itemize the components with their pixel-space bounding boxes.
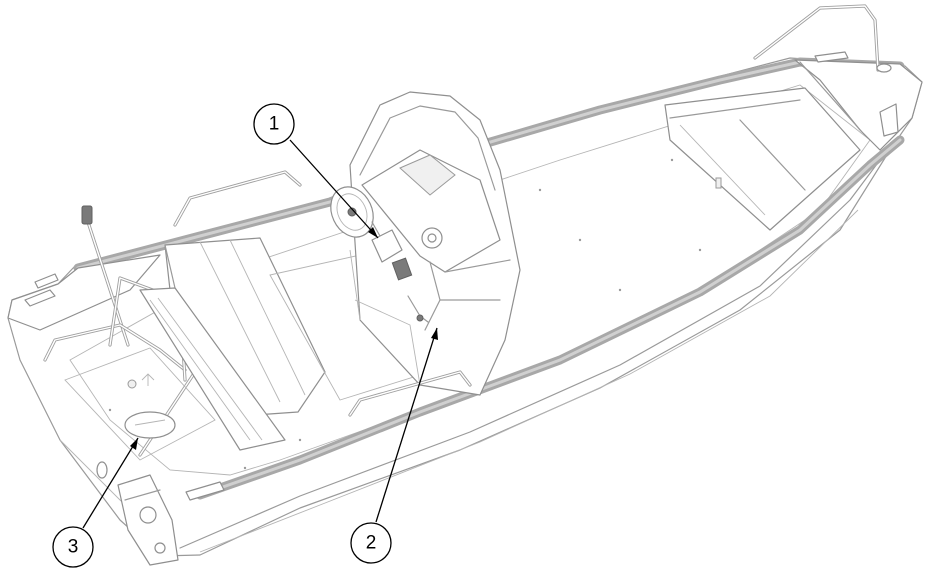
callout-3-label: 3 <box>68 537 79 558</box>
callout-2-arrowhead <box>431 328 438 340</box>
throttle-control <box>371 221 403 263</box>
fuel-filler <box>407 295 429 323</box>
starboard-grab-rail <box>348 370 472 417</box>
callout-3: 3 <box>52 437 139 568</box>
outboard-motor <box>96 461 179 566</box>
deck-fasteners <box>108 158 702 470</box>
callout-2: 2 <box>350 327 438 564</box>
bow-storage-hatch <box>664 87 861 231</box>
stern-well <box>64 347 216 461</box>
bow-rail <box>753 4 880 72</box>
callout-3-arrowhead <box>130 438 138 450</box>
callout-2-label: 2 <box>366 533 377 554</box>
callout-1-label: 1 <box>269 114 280 135</box>
callout-1: 1 <box>253 103 379 239</box>
center-console <box>349 91 521 396</box>
rear-bench-seat <box>139 237 326 451</box>
gunwale-port <box>73 57 905 273</box>
callout-1-arrowhead <box>368 227 378 238</box>
stern-cleat <box>34 273 225 501</box>
port-grab-rail <box>173 170 302 227</box>
stern-deck <box>7 254 161 331</box>
gunwale-starboard <box>195 135 905 500</box>
bow-cleat <box>814 51 899 137</box>
steering-wheel <box>330 186 374 238</box>
